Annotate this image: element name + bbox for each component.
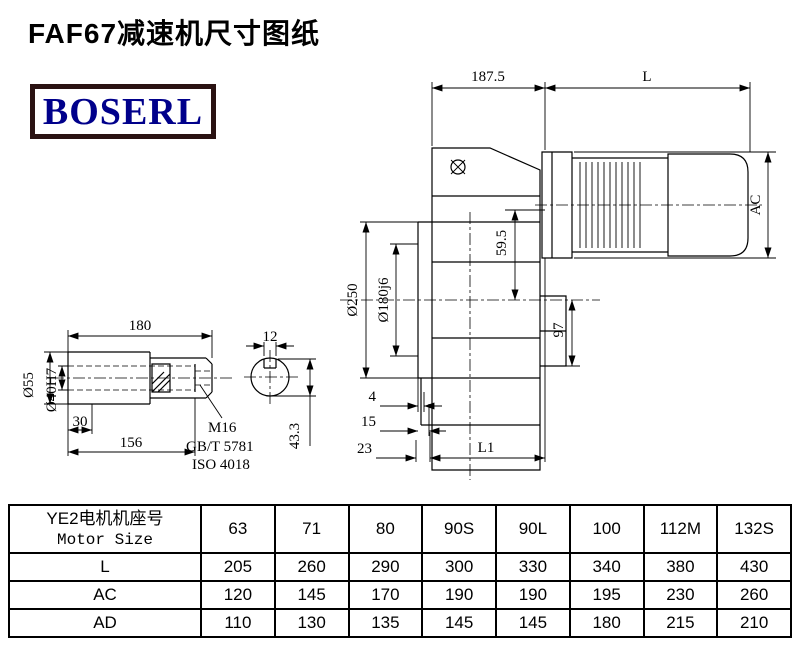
col-header-100: 100 <box>568 504 645 554</box>
dim-433-label: 43.3 <box>287 423 303 449</box>
dim-L1-label: L1 <box>478 440 495 456</box>
dim-23-label: 23 <box>357 441 372 457</box>
logo-text: BOSERL <box>42 90 204 133</box>
shaft-bore-hidden-lines <box>68 365 212 391</box>
dim-55-label: Ø55 <box>21 372 37 398</box>
cell-L-63: 205 <box>200 552 276 582</box>
cell-AD-132s: 210 <box>716 608 792 638</box>
thread-spec-label: M16 <box>208 420 237 436</box>
thread-standard-label: GB/T 5781 <box>186 439 254 455</box>
dim-180len-label: 180 <box>129 318 152 334</box>
dimension-lines <box>46 84 772 462</box>
mount-hole-cross-icon <box>450 159 466 175</box>
cell-AD-90l: 145 <box>495 608 571 638</box>
cell-AC-112m: 230 <box>642 580 719 610</box>
cell-AC-63: 120 <box>200 580 276 610</box>
cell-AC-90s: 190 <box>421 580 497 610</box>
mount-hole <box>450 159 466 175</box>
cell-L-80: 290 <box>347 552 424 582</box>
table-header-row: YE2电机机座号 Motor Size 63 71 80 90S 90L 100… <box>8 504 792 554</box>
dim-595-label: 59.5 <box>494 230 510 256</box>
dim-4-label: 4 <box>369 389 377 405</box>
cell-L-132s: 430 <box>716 552 792 582</box>
cell-AC-71: 145 <box>273 580 350 610</box>
dimension-labels: 187.5 L AC Ø250 Ø180j6 59.5 97 180 12 Ø5… <box>21 69 764 473</box>
col-header-63: 63 <box>200 504 276 554</box>
cell-AC-100: 195 <box>568 580 645 610</box>
dim-15-label: 15 <box>361 414 376 430</box>
gearbox-housing <box>417 147 567 471</box>
motor-size-label-cn: YE2电机机座号 <box>46 508 164 528</box>
cell-AD-112m: 215 <box>642 608 719 638</box>
row-label-L: L <box>8 552 202 582</box>
col-header-71: 71 <box>273 504 350 554</box>
table-row-AC: AC 120 145 170 190 190 195 230 260 <box>8 580 792 610</box>
row-label-AC: AC <box>8 580 202 610</box>
extension-lines <box>44 82 776 462</box>
col-header-80: 80 <box>347 504 424 554</box>
col-header-132s: 132S <box>716 504 792 554</box>
thread-iso-label: ISO 4018 <box>192 457 250 473</box>
col-header-90l: 90L <box>495 504 571 554</box>
dim-30-label: 30 <box>73 414 88 430</box>
dim-156-label: 156 <box>120 435 143 451</box>
dim-40-label: Ø40H7 <box>44 367 60 412</box>
cell-AC-80: 170 <box>347 580 424 610</box>
table-row-L: L 205 260 290 300 330 340 380 430 <box>8 552 792 582</box>
page-title: FAF67减速机尺寸图纸 <box>28 18 321 49</box>
dim-L-label: L <box>642 69 651 85</box>
table-row-AD: AD 110 130 135 145 145 180 215 210 <box>8 608 792 638</box>
dim-AC-label: AC <box>748 195 764 216</box>
dim-180dia-label: Ø180j6 <box>376 277 392 323</box>
cell-AD-63: 110 <box>200 608 276 638</box>
cell-L-71: 260 <box>273 552 350 582</box>
cell-L-112m: 380 <box>642 552 719 582</box>
cell-L-90l: 330 <box>495 552 571 582</box>
dim-250-label: Ø250 <box>345 283 361 316</box>
boserl-logo: BOSERL <box>30 84 216 139</box>
gearbox-outline <box>417 147 567 471</box>
thread-leader-line <box>199 384 223 419</box>
dim-97-label: 97 <box>551 322 567 338</box>
cell-AC-90l: 190 <box>495 580 571 610</box>
col-header-112m: 112M <box>642 504 719 554</box>
row-label-AD: AD <box>8 608 202 638</box>
cell-AD-90s: 145 <box>421 608 497 638</box>
cell-AD-71: 130 <box>273 608 350 638</box>
cell-L-90s: 300 <box>421 552 497 582</box>
technical-drawing: 187.5 L AC Ø250 Ø180j6 59.5 97 180 12 Ø5… <box>21 69 776 480</box>
shaft-outline <box>67 351 213 405</box>
cell-AD-100: 180 <box>568 608 645 638</box>
col-header-90s: 90S <box>421 504 497 554</box>
shaft-detail <box>67 351 213 405</box>
cell-AD-80: 135 <box>347 608 424 638</box>
motor-size-header-cell: YE2电机机座号 Motor Size <box>8 504 202 554</box>
motor-size-label-en: Motor Size <box>56 530 153 549</box>
dim-12-label: 12 <box>263 329 278 345</box>
centerlines <box>52 204 762 480</box>
dimension-table: YE2电机机座号 Motor Size 63 71 80 90S 90L 100… <box>8 504 792 638</box>
dim-187-label: 187.5 <box>471 69 505 85</box>
cell-L-100: 340 <box>568 552 645 582</box>
cell-AC-132s: 260 <box>716 580 792 610</box>
